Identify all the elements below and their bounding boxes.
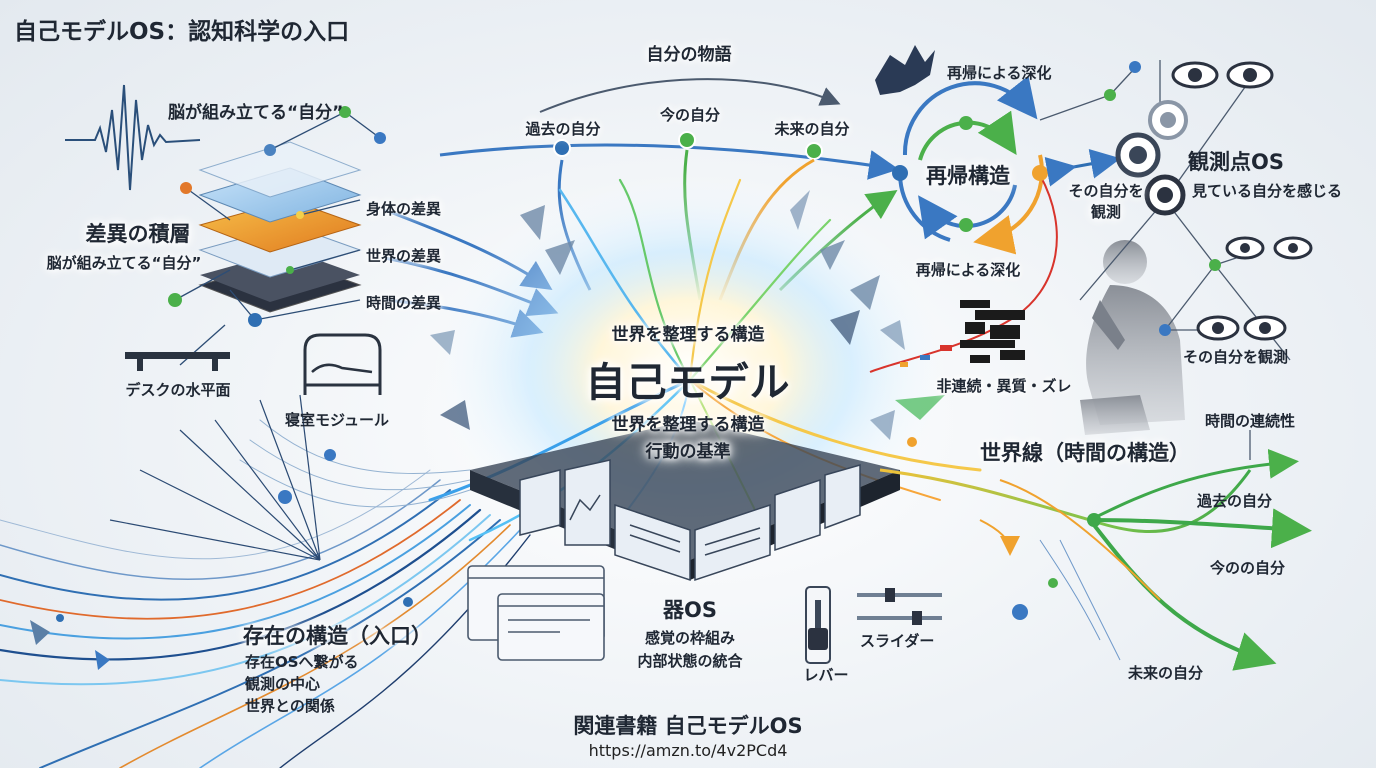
layer-stack (198, 141, 362, 313)
eye-pair-middle (1225, 236, 1313, 260)
hair-icon (875, 45, 935, 95)
bidirectional-arrow (1044, 148, 1121, 187)
glitch-label: 非連続・異質・ズレ (936, 377, 1072, 395)
core-title: 自己モデル (585, 360, 791, 406)
vessel-line2: 内部状態の統合 (637, 652, 743, 670)
platform (470, 420, 900, 582)
observer-nodes (1104, 61, 1221, 336)
recursion-top-label: 再帰による深化 (947, 64, 1052, 82)
story-nodes (553, 131, 823, 160)
recursion-title: 再帰構造 (926, 164, 1010, 188)
layer-world-label: 世界の差異 (366, 247, 442, 265)
shards (430, 190, 945, 440)
existence-line2: 観測の中心 (245, 675, 321, 693)
layer-time-label: 時間の差異 (366, 294, 442, 312)
core-line2: 行動の基準 (645, 442, 731, 462)
brain-self-label: 脳が組み立てる“自分” (168, 103, 344, 123)
existence-line1: 存在OSへ繋がる (245, 653, 359, 671)
slider-icon (857, 588, 942, 625)
slider-label: スライダー (860, 632, 935, 650)
worldline-title: 世界線（時間の構造） (980, 441, 1190, 465)
thinking-person (1080, 240, 1185, 435)
story-title: 自分の物語 (646, 45, 732, 65)
vessel-title: 器OS (663, 598, 717, 622)
eye-pair-lower (1196, 315, 1287, 341)
existence-title: 存在の構造（入口） (243, 624, 432, 648)
recursion-bottom-label: 再帰による深化 (915, 261, 1021, 279)
observer-subtitle: 見ている自分を感じる (1192, 182, 1343, 200)
bed-icon (303, 333, 382, 395)
desk-icon (125, 352, 230, 371)
layers-title: 差異の積層 (85, 222, 191, 246)
core-top-label: 世界を整理する構造 (611, 325, 765, 345)
lever-icon (805, 586, 831, 664)
brain-wave-icon (65, 84, 201, 191)
entrance-streams (0, 419, 531, 768)
vessel-line1: 感覚の枠組み (644, 629, 736, 647)
story-past-label: 過去の自分 (525, 120, 601, 138)
main-title: 自己モデルOS：認知科学の入口 (14, 19, 350, 45)
desk-label: デスクの水平面 (125, 381, 231, 399)
glitch-block (900, 300, 1025, 367)
worldline-future: 未来の自分 (1128, 664, 1204, 682)
book-url-link[interactable]: https://amzn.to/4v2PCd4 (588, 741, 788, 760)
recursion-nodes (892, 116, 1048, 232)
observer-self-watch2: その自分を観測 (1183, 348, 1289, 366)
story-now-label: 今の自分 (659, 106, 721, 124)
book-title: 関連書籍 自己モデルOS (573, 714, 803, 738)
existence-line3: 世界との関係 (245, 697, 335, 715)
worldline-now: 今のの自分 (1210, 559, 1286, 577)
lever-label: レバー (803, 666, 849, 684)
world-line-nodes (907, 437, 1101, 620)
ui-windows (467, 565, 605, 661)
entrance-sparks (109, 394, 321, 561)
observer-title: 観測点OS (1188, 150, 1284, 174)
worldline-past: 過去の自分 (1197, 492, 1273, 510)
layers-subtitle: 脳が組み立てる“自分” (46, 254, 202, 272)
layer-body-label: 身体の差異 (366, 200, 442, 218)
layer-nodes (168, 106, 386, 327)
entrance-dots (30, 449, 413, 670)
observer-eye-rings (1115, 100, 1188, 216)
story-future-label: 未来の自分 (774, 120, 850, 138)
worldline-continuity: 時間の連続性 (1205, 412, 1296, 430)
core-line1: 世界を整理する構造 (611, 415, 765, 435)
bedroom-label: 寝室モジュール (285, 411, 389, 429)
eye-pair-top (1171, 61, 1274, 89)
observer-self-watch: その自分を観測 (1068, 182, 1144, 221)
